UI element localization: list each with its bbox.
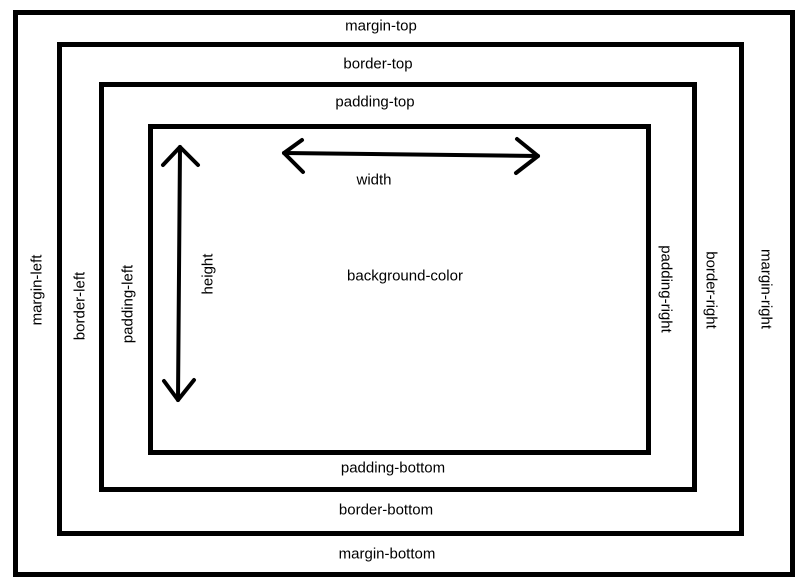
padding-bottom-label: padding-bottom	[340, 459, 446, 477]
border-left-label: border-left	[71, 271, 89, 341]
margin-box	[13, 10, 795, 577]
padding-top-label: padding-top	[335, 93, 415, 111]
padding-left-label: padding-left	[119, 264, 137, 344]
margin-left-label: margin-left	[28, 254, 46, 326]
margin-right-label: margin-right	[757, 248, 775, 330]
padding-right-label: padding-right	[657, 245, 675, 333]
border-box	[57, 42, 744, 536]
content-box	[148, 124, 651, 455]
height-label: height	[199, 253, 217, 295]
padding-box	[99, 82, 697, 492]
margin-bottom-label: margin-bottom	[338, 545, 436, 563]
border-right-label: border-right	[702, 251, 720, 329]
border-bottom-label: border-bottom	[338, 501, 434, 519]
background-color-label: background-color	[347, 267, 463, 285]
width-label: width	[356, 171, 392, 189]
margin-top-label: margin-top	[345, 17, 417, 35]
border-top-label: border-top	[343, 55, 413, 73]
